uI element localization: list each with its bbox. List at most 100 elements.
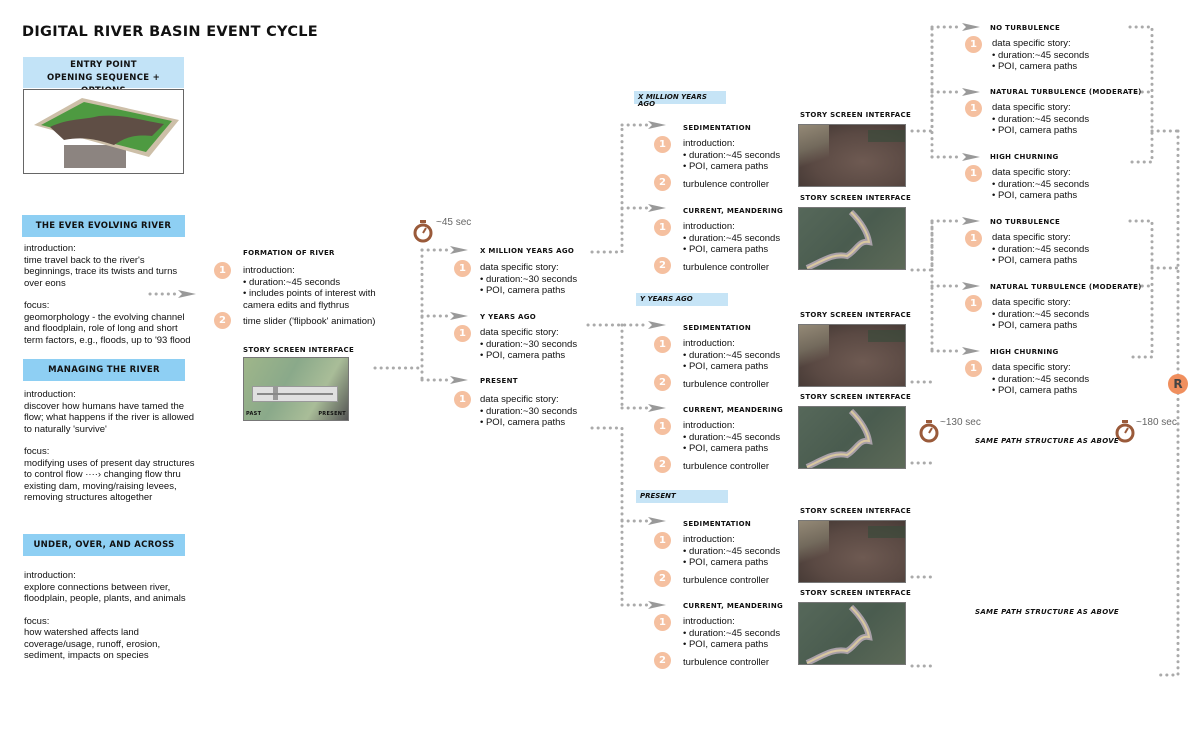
intro-label: introduction:	[683, 534, 735, 545]
slider-past-label: PAST	[246, 411, 262, 417]
era-tag-present: PRESENT	[636, 490, 728, 503]
turbulence-level-title[interactable]: NO TURBULENCE	[990, 24, 1061, 32]
intro-label: introduction:	[683, 338, 735, 349]
step-badge-2: 2	[654, 652, 671, 669]
formation-story-screen[interactable]: PAST PRESENT	[243, 357, 349, 421]
focus-label: focus:	[24, 300, 50, 311]
mode-intro: introduction: • duration:~45 seconds • P…	[683, 221, 780, 256]
turbulence-level-title[interactable]: NO TURBULENCE	[990, 218, 1061, 226]
turbulence-story: data specific story: • duration:~45 seco…	[992, 297, 1089, 332]
intro-text: time travel back to the river's beginnin…	[24, 254, 178, 289]
bullet: • duration:~45 seconds	[992, 243, 1090, 255]
era-y-years-story: data specific story: • duration:~30 seco…	[480, 327, 577, 362]
intro-text: discover how humans have tamed the flow;…	[24, 400, 195, 435]
section-header-under-over-across[interactable]: UNDER, OVER, AND ACROSS	[23, 534, 185, 556]
bullet: • duration:~45 seconds	[683, 349, 781, 361]
focus-label: focus:	[24, 615, 50, 627]
turbulence-level-title[interactable]: NATURAL TURBULENCE (MODERATE)	[990, 283, 1142, 291]
step-badge-1: 1	[965, 165, 982, 182]
intro-label: introduction:	[683, 420, 735, 431]
turbulence-controller-label[interactable]: turbulence controller	[683, 379, 770, 390]
bullet: • POI, camera paths	[480, 285, 566, 296]
turbulence-story: data specific story: • duration:~45 seco…	[992, 362, 1089, 397]
bullet: • POI, camera paths	[992, 61, 1078, 72]
turbulence-story: data specific story: • duration:~45 seco…	[992, 38, 1089, 73]
bullet: • POI, camera paths	[683, 557, 769, 568]
story-screen-meandering[interactable]	[798, 602, 906, 665]
turbulence-controller-label[interactable]: turbulence controller	[683, 575, 770, 586]
bullet: • duration:~45 seconds	[992, 178, 1090, 190]
same-path-note: SAME PATH STRUCTURE AS ABOVE	[975, 608, 1119, 616]
step-badge-2: 2	[654, 456, 671, 473]
turbulence-controller-label[interactable]: turbulence controller	[683, 657, 770, 668]
story-screen-meandering[interactable]	[798, 406, 906, 469]
story-label: data specific story:	[992, 38, 1071, 49]
intro-label: introduction:	[24, 243, 76, 254]
step-badge-2: 2	[654, 174, 671, 191]
mode-title-sedimentation[interactable]: SEDIMENTATION	[683, 124, 752, 132]
section-header-managing-river[interactable]: MANAGING THE RIVER	[23, 359, 185, 381]
era-title-x-million[interactable]: X MILLION YEARS AGO	[480, 247, 575, 255]
formation-step-1: introduction: • duration:~45 seconds • i…	[243, 265, 393, 311]
intro-label: introduction:	[683, 138, 735, 149]
era-title-y-years[interactable]: Y YEARS AGO	[480, 313, 537, 321]
story-screen-label: STORY SCREEN INTERFACE	[800, 589, 912, 597]
return-badge[interactable]: R	[1168, 374, 1188, 394]
step-badge-1: 1	[654, 336, 671, 353]
story-screen-label: STORY SCREEN INTERFACE	[800, 507, 912, 515]
step-badge-2: 2	[654, 374, 671, 391]
story-label: data specific story:	[480, 327, 559, 338]
bullet: • POI, camera paths	[480, 350, 566, 361]
mode-title-meandering[interactable]: CURRENT, MEANDERING	[683, 207, 784, 215]
step-badge-1: 1	[454, 260, 471, 277]
section-managing-river-body: introduction: discover how humans have t…	[24, 389, 199, 504]
turbulence-controller-label[interactable]: turbulence controller	[683, 179, 770, 190]
turbulence-level-title[interactable]: HIGH CHURNING	[990, 348, 1059, 356]
bullet: • POI, camera paths	[992, 190, 1078, 201]
story-label: data specific story:	[992, 232, 1071, 243]
bullet: • POI, camera paths	[992, 320, 1078, 331]
focus-text: geomorphology - the evolving channel and…	[24, 311, 191, 346]
story-screen-sedimentation[interactable]	[798, 124, 906, 187]
step-badge-1: 1	[454, 391, 471, 408]
step-badge-1: 1	[654, 219, 671, 236]
formation-step-2: time slider ('flipbook' animation)	[243, 316, 376, 327]
entry-point-title: ENTRY POINT	[70, 60, 137, 70]
turbulence-story: data specific story: • duration:~45 seco…	[992, 232, 1089, 267]
stopwatch-icon	[413, 220, 433, 243]
turbulence-controller-label[interactable]: turbulence controller	[683, 461, 770, 472]
turbulence-controller-label[interactable]: turbulence controller	[683, 262, 770, 273]
story-screen-label: STORY SCREEN INTERFACE	[243, 346, 355, 354]
bullet: • duration:~45 seconds	[683, 627, 781, 639]
mode-title-sedimentation[interactable]: SEDIMENTATION	[683, 324, 752, 332]
mode-intro: introduction: • duration:~45 seconds • P…	[683, 534, 780, 569]
entry-point-image[interactable]	[23, 89, 184, 174]
section-header-evolving-river[interactable]: THE EVER EVOLVING RIVER	[22, 215, 185, 237]
step-badge-2: 2	[654, 570, 671, 587]
era-tag-x-million: X MILLION YEARS AGO	[634, 91, 726, 108]
bullet: • POI, camera paths	[683, 443, 769, 454]
step-badge-1: 1	[965, 360, 982, 377]
bullet: • duration:~30 seconds	[480, 273, 578, 285]
bullet: • duration:~45 seconds	[992, 373, 1090, 385]
story-screen-meandering[interactable]	[798, 207, 906, 270]
timer-label-3: ~180 sec	[1136, 417, 1177, 428]
mode-title-meandering[interactable]: CURRENT, MEANDERING	[683, 602, 784, 610]
era-title-present[interactable]: PRESENT	[480, 377, 518, 385]
time-slider[interactable]	[252, 386, 338, 402]
intro-label: introduction:	[24, 389, 76, 400]
bullet: • duration:~30 seconds	[480, 338, 578, 350]
story-label: data specific story:	[480, 394, 559, 405]
step-badge-1: 1	[454, 325, 471, 342]
turbulence-level-title[interactable]: HIGH CHURNING	[990, 153, 1059, 161]
story-screen-sedimentation[interactable]	[798, 324, 906, 387]
bullet: • duration:~45 seconds	[683, 232, 781, 244]
mode-title-sedimentation[interactable]: SEDIMENTATION	[683, 520, 752, 528]
story-screen-sedimentation[interactable]	[798, 520, 906, 583]
bullet: • POI, camera paths	[992, 125, 1078, 136]
bullet: • duration:~45 seconds	[243, 276, 341, 288]
turbulence-story: data specific story: • duration:~45 seco…	[992, 167, 1089, 202]
era-present-story: data specific story: • duration:~30 seco…	[480, 394, 577, 429]
turbulence-level-title[interactable]: NATURAL TURBULENCE (MODERATE)	[990, 88, 1142, 96]
mode-title-meandering[interactable]: CURRENT, MEANDERING	[683, 406, 784, 414]
